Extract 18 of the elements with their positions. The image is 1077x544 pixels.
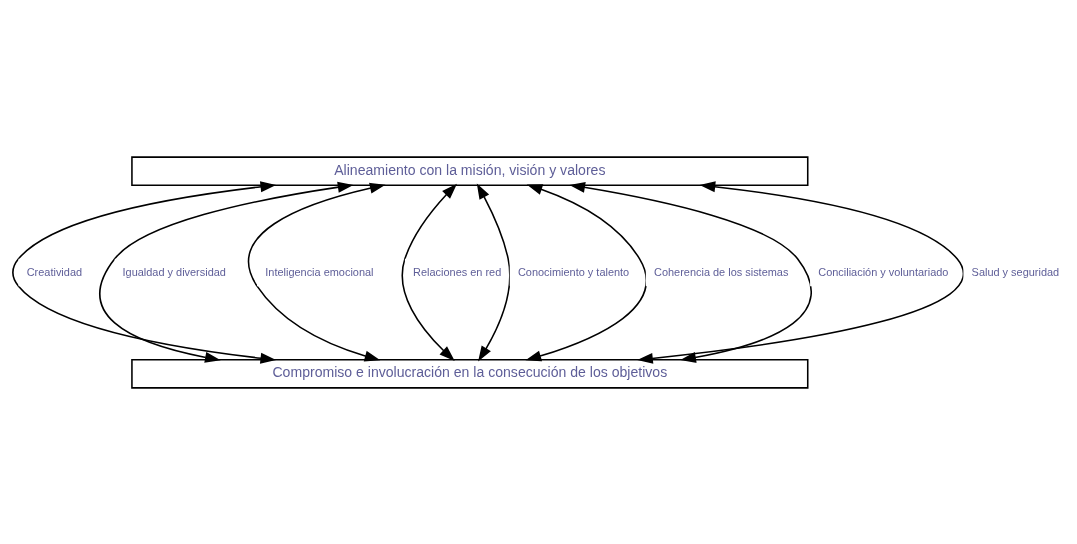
arrow — [525, 183, 648, 361]
edge-label: Conciliación y voluntariado — [818, 265, 949, 278]
edge-label: Salud y seguridad — [971, 265, 1060, 278]
node-box: Compromiso e involucración en la consecución de los objetivos — [131, 358, 809, 389]
edge-label: Relaciones en red — [413, 265, 502, 278]
arrow — [401, 183, 457, 361]
edge-label: Inteligencia emocional — [265, 265, 374, 278]
edge-label: Creatividad — [26, 265, 83, 278]
edge-label: Conocimiento y talento — [517, 265, 630, 278]
node-box: Alineamiento con la misión, visión y valores — [131, 155, 809, 186]
arrow — [99, 181, 354, 363]
arrow — [247, 182, 386, 361]
arrow — [569, 181, 812, 363]
edge-label: Coherencia de los sistemas — [654, 265, 789, 278]
edge-label: Igualdad y diversidad — [122, 265, 226, 278]
arrow — [11, 180, 277, 364]
arrow — [637, 180, 965, 364]
arrow — [476, 182, 511, 362]
